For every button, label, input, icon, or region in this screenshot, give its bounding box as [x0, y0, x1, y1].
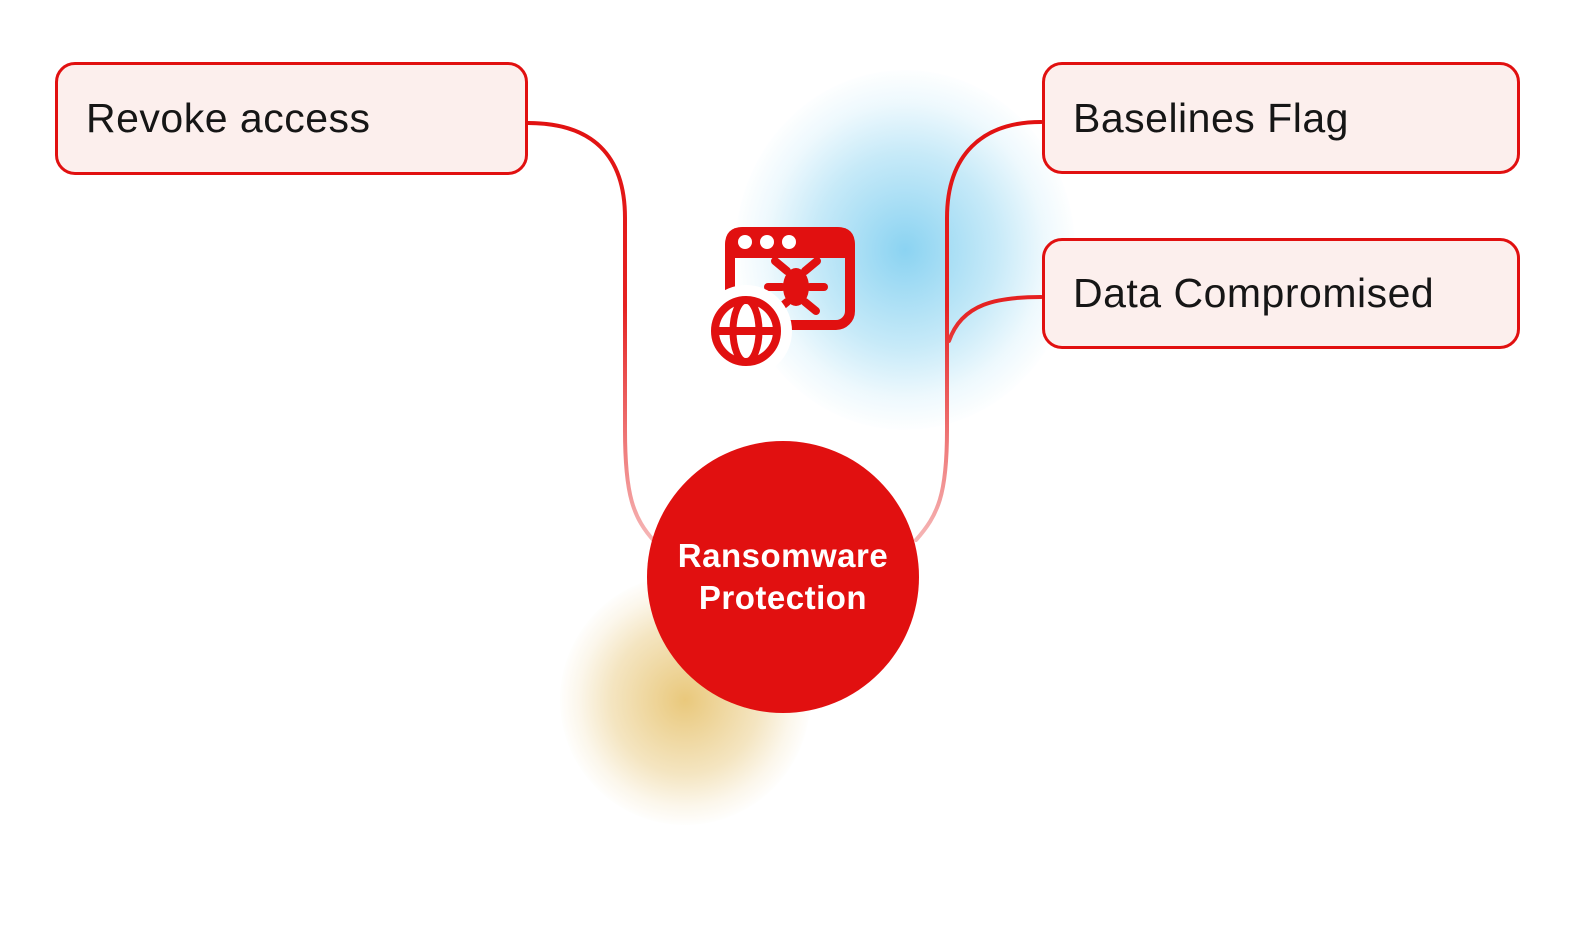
center-node-label-line2: Protection: [698, 579, 868, 616]
node-data-compromised: Data Compromised: [1042, 238, 1520, 349]
connector-baselines-flag: [914, 120, 1043, 542]
node-label: Revoke access: [86, 95, 371, 141]
center-node-ransomware-protection: Ransomware Protection: [647, 441, 919, 713]
node-label: Baselines Flag: [1073, 94, 1349, 141]
bug-body: [783, 268, 809, 306]
connector-data-compromised: [947, 295, 1043, 343]
browser-dot-icon: [760, 235, 774, 249]
browser-bug-globe-icon: [700, 227, 855, 377]
node-label: Data Compromised: [1073, 270, 1435, 316]
connector-revoke-access: [526, 121, 657, 544]
browser-dot-icon: [782, 235, 796, 249]
node-baselines-flag: Baselines Flag: [1042, 62, 1520, 174]
node-revoke-access: Revoke access: [55, 62, 528, 175]
center-node-label-line1: Ransomware: [677, 537, 889, 574]
browser-dot-icon: [738, 235, 752, 249]
